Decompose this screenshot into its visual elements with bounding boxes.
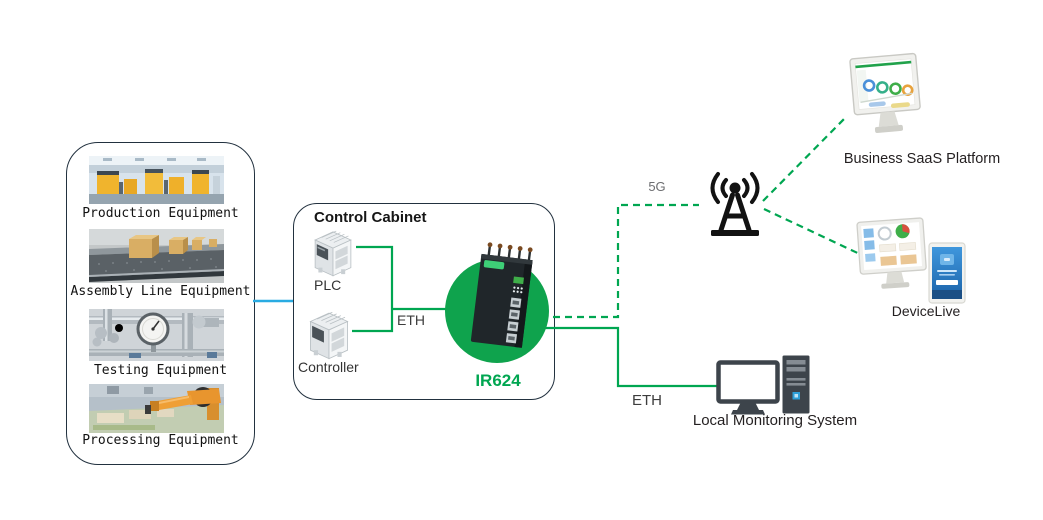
equipment-label: Assembly Line Equipment <box>70 284 251 299</box>
industrial-router-icon <box>470 242 533 348</box>
computer-tower-icon <box>782 355 810 414</box>
equipment-panel: Production Equipment <box>66 142 255 465</box>
testing-equipment-photo <box>89 309 224 361</box>
antenna-to-devicelive-wire <box>763 208 865 257</box>
saas-dashboard-monitor-icon <box>849 52 921 133</box>
control-cabinet-title: Control Cabinet <box>314 209 427 226</box>
eth-wire-local <box>545 326 718 388</box>
assembly-line-photo <box>89 229 224 283</box>
processing-equipment-photo <box>89 384 224 433</box>
local-monitoring-system-label: Local Monitoring System <box>692 412 858 429</box>
controller-icon <box>309 311 349 360</box>
production-equipment-photo <box>89 156 224 204</box>
devicelive-label: DeviceLive <box>891 303 961 319</box>
devicelive-phone-icon <box>928 242 966 304</box>
5g-wire <box>553 203 699 319</box>
equipment-label: Testing Equipment <box>93 363 228 378</box>
cell-tower-icon <box>710 172 760 236</box>
equipment-label: Production Equipment <box>82 206 239 221</box>
eth-label-local: ETH <box>632 392 662 409</box>
antenna-to-saas-wire <box>762 116 847 202</box>
equipment-label: Processing Equipment <box>82 433 239 448</box>
eth-label-cabinet: ETH <box>397 312 425 328</box>
controller-label: Controller <box>298 359 359 375</box>
router-label: IR624 <box>475 371 521 390</box>
plc-icon <box>314 230 352 277</box>
plc-controller-wire <box>352 245 394 333</box>
business-saas-platform-label: Business SaaS Platform <box>843 151 1001 167</box>
desktop-monitor-icon <box>716 360 780 415</box>
plc-label: PLC <box>314 277 342 293</box>
devicelive-monitor-icon <box>856 217 927 289</box>
5g-link-label: 5G <box>648 179 666 194</box>
